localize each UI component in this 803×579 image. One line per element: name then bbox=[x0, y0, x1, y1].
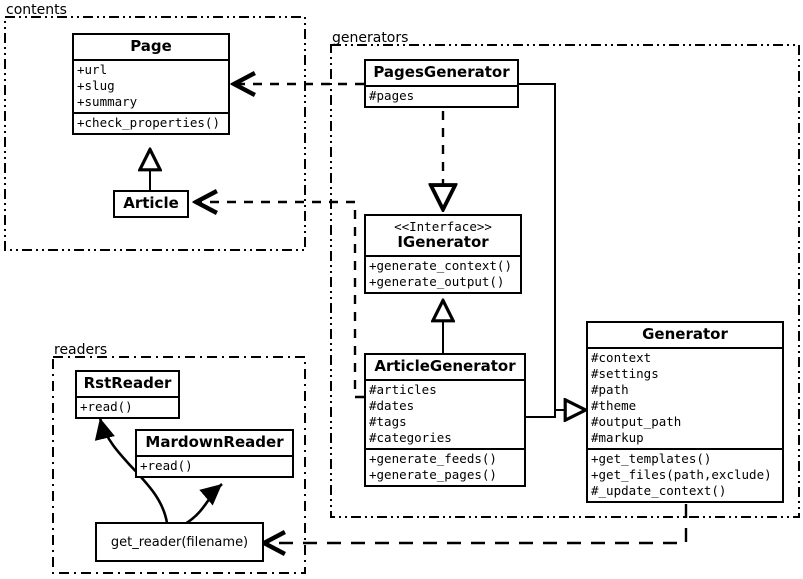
class-operations-generator: +get_templates() +get_files(path,exclude… bbox=[588, 448, 782, 501]
class-operation: +read() bbox=[80, 399, 133, 414]
class-box-mardown-reader[interactable]: MardownReader +read() bbox=[135, 429, 294, 478]
class-box-article[interactable]: Article bbox=[113, 190, 189, 218]
class-attributes-page: +url +slug +summary bbox=[74, 59, 228, 112]
class-name-article-generator: ArticleGenerator bbox=[374, 357, 516, 375]
class-name-page: Page bbox=[130, 37, 172, 55]
class-attribute: +summary bbox=[77, 94, 138, 109]
class-box-generator[interactable]: Generator #context #settings #path #them… bbox=[586, 321, 784, 503]
class-name-generator: Generator bbox=[642, 325, 728, 343]
class-attribute: #path bbox=[591, 382, 629, 397]
connector-get-reader-to-mardownreader bbox=[184, 483, 223, 526]
class-operation: +generate_pages() bbox=[369, 467, 497, 482]
package-frame-generators bbox=[330, 44, 800, 518]
class-box-article-generator[interactable]: ArticleGenerator #articles #dates #tags … bbox=[364, 353, 526, 487]
class-operations-igenerator: +generate_context() +generate_output() bbox=[366, 255, 520, 292]
class-attributes-article-generator: #articles #dates #tags #categories bbox=[366, 379, 524, 448]
package-frame-readers bbox=[52, 356, 306, 574]
class-attribute: #output_path bbox=[591, 414, 682, 429]
package-label-readers: readers bbox=[54, 342, 108, 358]
class-operation: +get_templates() bbox=[591, 451, 712, 466]
class-attribute: #theme bbox=[591, 398, 637, 413]
class-name-rst-reader: RstReader bbox=[83, 374, 172, 392]
class-name-mardown-reader: MardownReader bbox=[145, 433, 284, 451]
class-name-pages-generator: PagesGenerator bbox=[373, 63, 510, 81]
class-box-page[interactable]: Page +url +slug +summary +check_properti… bbox=[72, 33, 230, 135]
class-attribute: #markup bbox=[591, 430, 644, 445]
class-attribute: #settings bbox=[591, 366, 659, 381]
connector-get-reader-to-rstreader bbox=[94, 417, 169, 524]
class-operations-rst-reader: +read() bbox=[77, 396, 178, 417]
class-attribute: #tags bbox=[369, 414, 407, 429]
class-stereotype-igenerator: <<Interface>> bbox=[394, 219, 492, 234]
class-attribute: #pages bbox=[369, 88, 415, 103]
class-attribute: +slug bbox=[77, 78, 115, 93]
class-attribute: #categories bbox=[369, 430, 452, 445]
class-attribute: #context bbox=[591, 350, 652, 365]
class-operations-article-generator: +generate_feeds() +generate_pages() bbox=[366, 448, 524, 485]
package-frame-contents bbox=[4, 16, 306, 251]
class-attribute: #dates bbox=[369, 398, 415, 413]
connector-pagesgenerator-to-generator bbox=[519, 83, 556, 410]
class-operations-mardown-reader: +read() bbox=[137, 455, 292, 476]
class-name-igenerator: IGenerator bbox=[397, 233, 489, 251]
connector-articlegenerator-to-article bbox=[196, 202, 364, 399]
class-attributes-generator: #context #settings #path #theme #output_… bbox=[588, 347, 782, 448]
class-attributes-pages-generator: #pages bbox=[366, 85, 517, 106]
class-operation: +check_properties() bbox=[77, 115, 220, 130]
class-operation: +generate_feeds() bbox=[369, 451, 497, 466]
class-operation: #_update_context() bbox=[591, 483, 727, 498]
class-operation: +get_files(path,exclude) bbox=[591, 467, 772, 482]
function-box-get-reader[interactable]: get_reader(filename) bbox=[95, 522, 264, 562]
connector-generator-to-get-reader bbox=[264, 504, 688, 543]
class-operation: +generate_context() bbox=[369, 258, 512, 273]
class-name-article: Article bbox=[123, 194, 179, 212]
class-operations-page: +check_properties() bbox=[74, 112, 228, 133]
class-attribute: +url bbox=[77, 62, 108, 77]
class-operation: +generate_output() bbox=[369, 274, 505, 289]
package-label-contents: contents bbox=[6, 2, 67, 18]
package-label-generators: generators bbox=[332, 30, 409, 46]
class-attribute: #articles bbox=[369, 382, 437, 397]
class-box-pages-generator[interactable]: PagesGenerator #pages bbox=[364, 59, 519, 108]
class-operation: +read() bbox=[140, 458, 193, 473]
connector-articlegenerator-to-generator bbox=[526, 410, 556, 418]
class-box-rst-reader[interactable]: RstReader +read() bbox=[75, 370, 180, 419]
function-label-get-reader: get_reader(filename) bbox=[110, 534, 249, 550]
class-box-igenerator[interactable]: <<Interface>> IGenerator +generate_conte… bbox=[364, 214, 522, 294]
